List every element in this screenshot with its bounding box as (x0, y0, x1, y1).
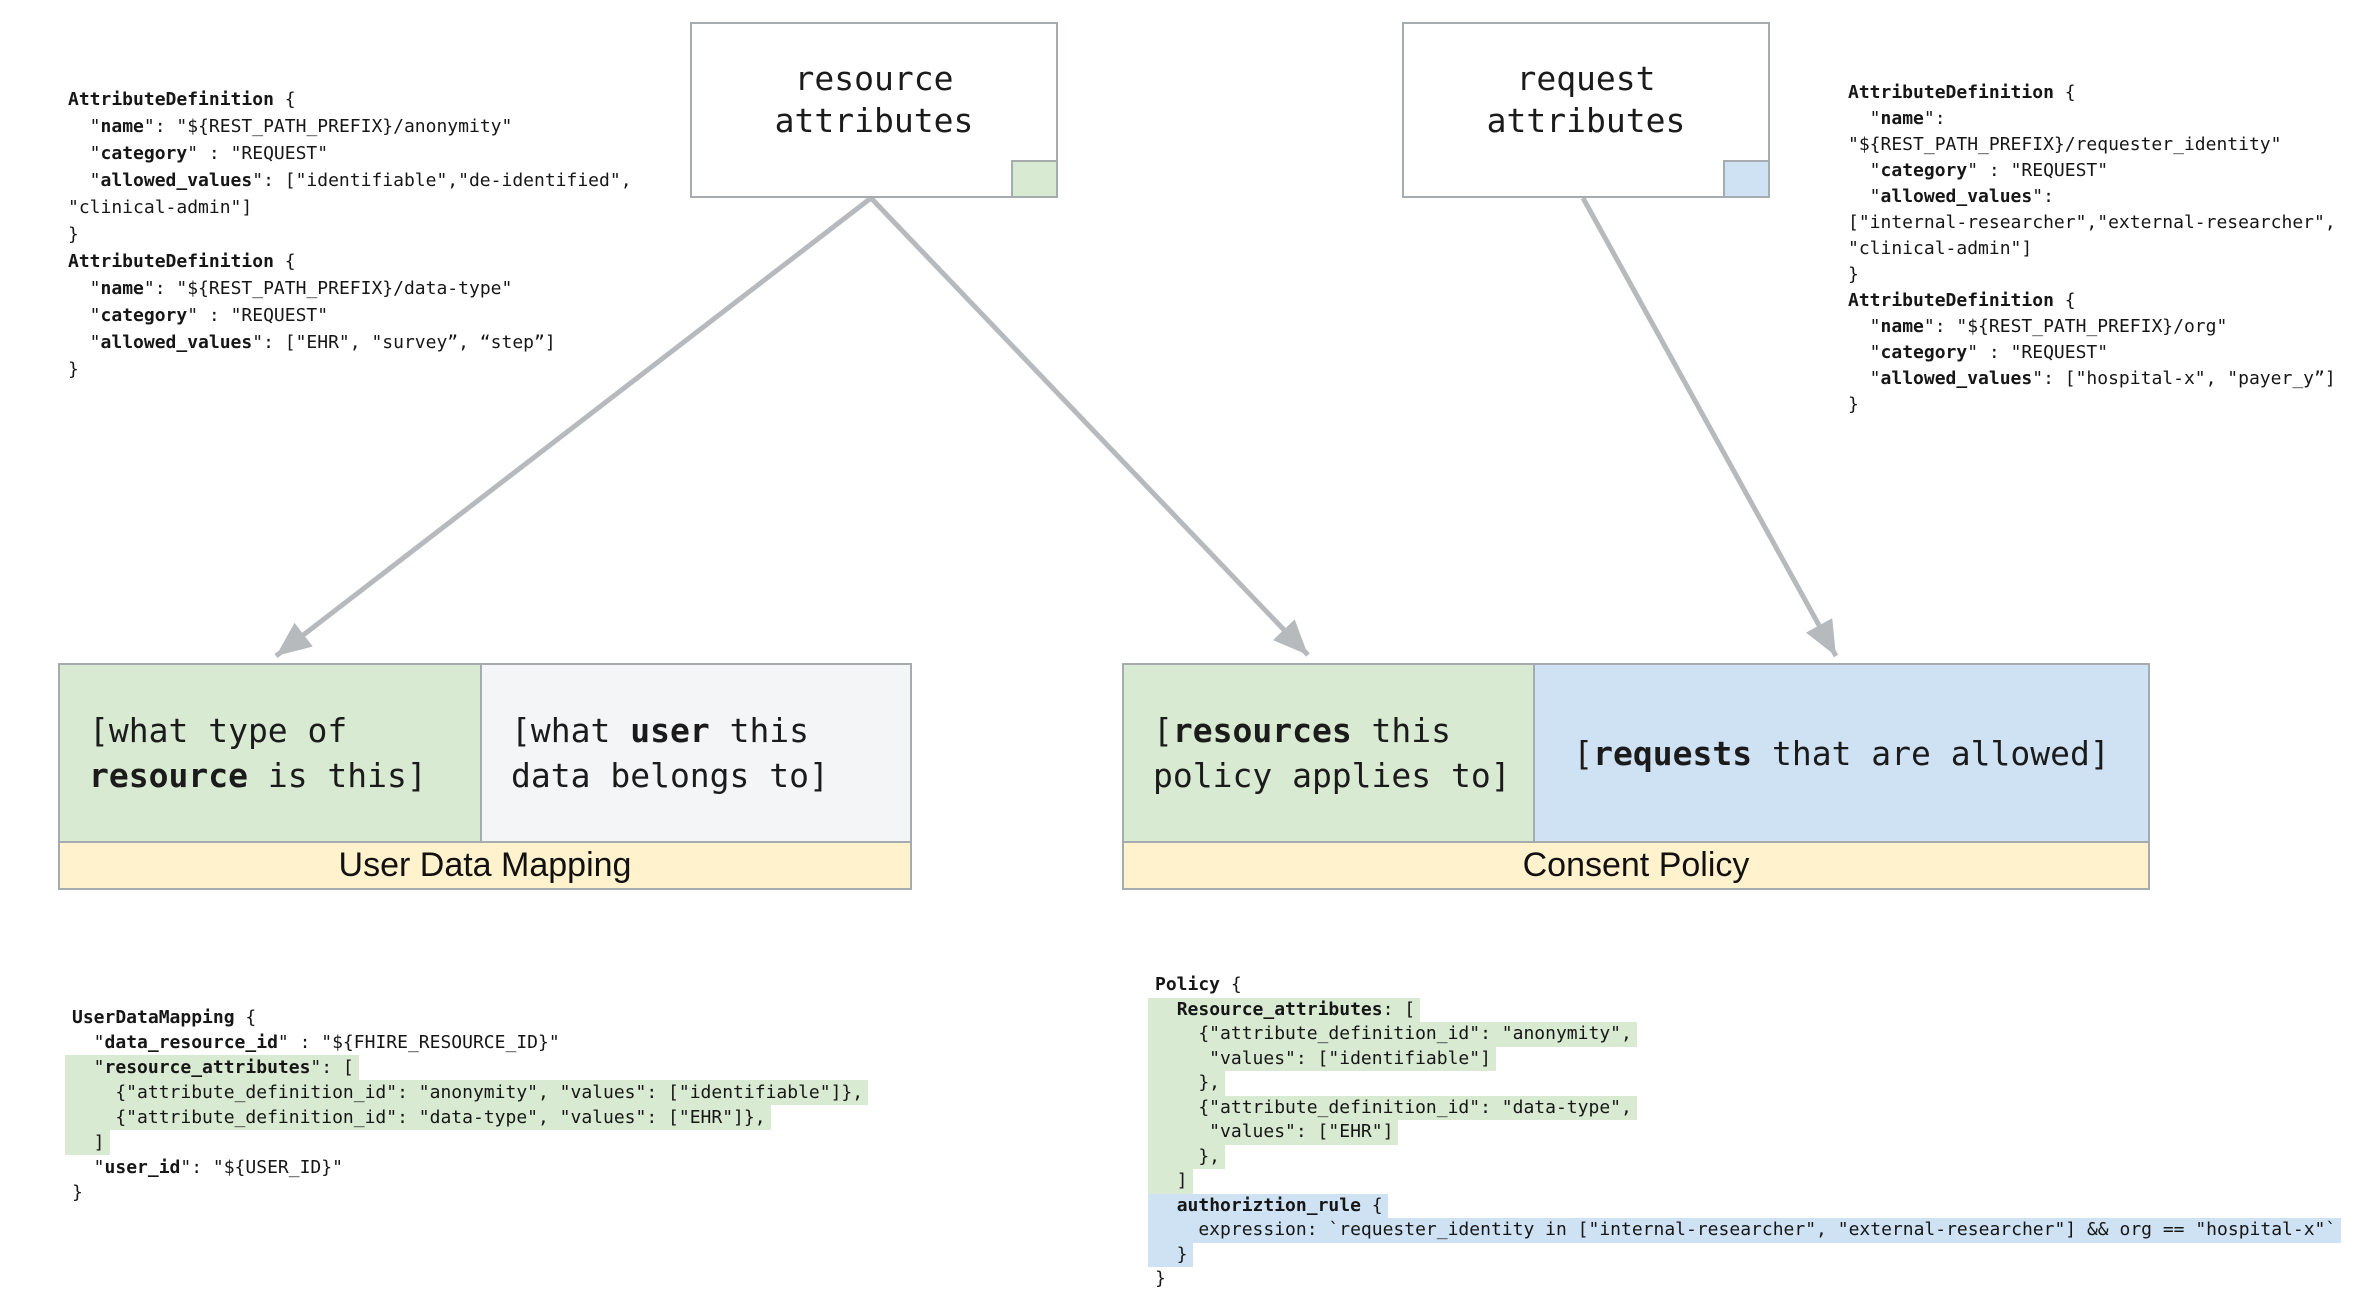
attribute-definitions-request-code: AttributeDefinition { "name":"${REST_PAT… (1848, 82, 2336, 415)
blue-corner-swatch (1723, 160, 1770, 198)
policy-code: Policy { Resource_attributes: [ {"attrib… (1148, 973, 2342, 1292)
consent-policy-label: Consent Policy (1522, 846, 1750, 884)
policy-requests-cell: [requests that are allowed] (1535, 665, 2148, 841)
arrow-resource-to-policy (869, 196, 1310, 657)
user-data-mapping-label: User Data Mapping (338, 846, 632, 884)
consent-policy-label-band: Consent Policy (1124, 841, 2148, 888)
green-corner-swatch (1011, 160, 1058, 198)
attribute-definitions-resource-code: AttributeDefinition { "name": "${REST_PA… (68, 89, 632, 380)
user-data-mapping-code: UserDataMapping { "data_resource_id" : "… (65, 1005, 869, 1205)
arrow-request-to-policy (1580, 196, 1839, 658)
user-data-mapping-label-band: User Data Mapping (60, 841, 910, 888)
